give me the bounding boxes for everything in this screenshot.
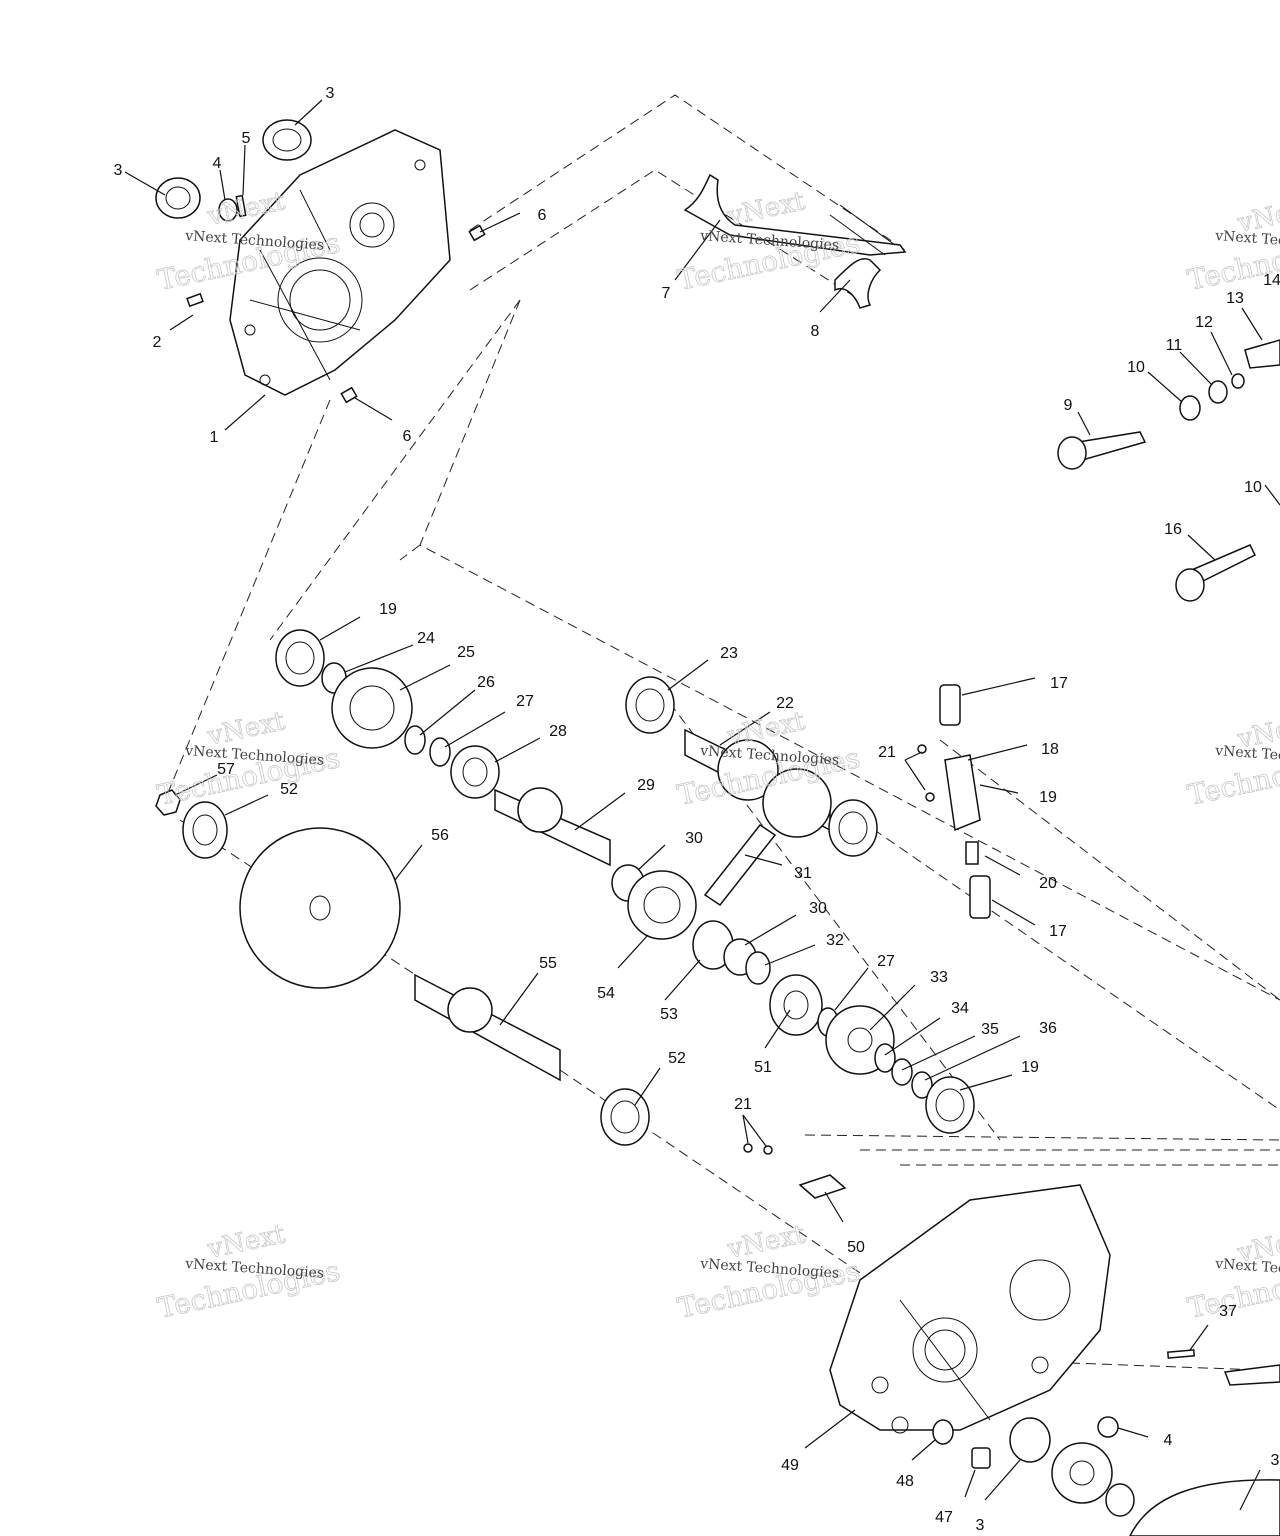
callout-label: 10 <box>1244 479 1262 496</box>
callout-label: 52 <box>280 781 298 798</box>
callout-label: 32 <box>826 932 844 949</box>
callout-labels: 3 3 4 5 6 2 1 6 7 8 9 10 11 12 13 14 10 … <box>114 85 1280 1534</box>
callout-label: 33 <box>930 969 948 986</box>
callout-label: 30 <box>809 900 827 917</box>
callout-label: 37 <box>1219 1303 1237 1320</box>
callout-label: 28 <box>549 723 567 740</box>
callout-label: 24 <box>417 630 435 647</box>
callout-label: 21 <box>878 744 896 761</box>
callout-label: 54 <box>597 985 615 1002</box>
small-fasteners <box>186 194 486 404</box>
callout-label: 3 <box>114 162 123 179</box>
callout-label: 31 <box>794 865 812 882</box>
callout-label: 21 <box>734 1096 752 1113</box>
callout-label: 3 <box>976 1517 985 1534</box>
callout-label: 35 <box>981 1021 999 1038</box>
callout-label: 16 <box>1164 521 1182 538</box>
callout-label: 52 <box>668 1050 686 1067</box>
callout-label: 4 <box>213 155 222 172</box>
callout-label: 25 <box>457 644 475 661</box>
callout-label: 49 <box>781 1457 799 1474</box>
callout-label: 53 <box>660 1006 678 1023</box>
output-shaft <box>155 789 650 1146</box>
callout-label: 26 <box>477 674 495 691</box>
oil-seal <box>155 119 312 219</box>
callout-label: 7 <box>662 285 671 302</box>
callout-label: 34 <box>951 1000 969 1017</box>
callout-label: 3 <box>1271 1452 1280 1469</box>
callout-label: 1 <box>210 429 219 446</box>
callout-label: 19 <box>1021 1059 1039 1076</box>
leader-lines <box>124 99 1280 1511</box>
cam-plate <box>743 1143 847 1199</box>
callout-label: 9 <box>1064 397 1073 414</box>
callout-label: 5 <box>242 130 251 147</box>
callout-label: 56 <box>431 827 449 844</box>
callout-label: 51 <box>754 1059 772 1076</box>
callout-label: 23 <box>720 645 738 662</box>
shift-fork <box>683 173 907 309</box>
callout-label: 29 <box>637 777 655 794</box>
right-case-half <box>829 1184 1111 1434</box>
callout-label: 12 <box>1195 314 1213 331</box>
callout-label: 8 <box>811 323 820 340</box>
callout-label: 14 <box>1263 272 1280 289</box>
callout-label: 27 <box>877 953 895 970</box>
callout-label: 50 <box>847 1239 865 1256</box>
callout-label: 47 <box>935 1509 953 1526</box>
callout-label: 48 <box>896 1473 914 1490</box>
callout-label: 27 <box>516 693 534 710</box>
left-case-half <box>229 129 451 396</box>
callout-label: 3 <box>326 85 335 102</box>
callout-label: 2 <box>153 334 162 351</box>
watermark-outline: vNext <box>724 186 808 232</box>
callout-label: 13 <box>1226 290 1244 307</box>
callout-label: 55 <box>539 955 557 972</box>
callout-label: 6 <box>403 428 412 445</box>
callout-label: 11 <box>1166 337 1183 354</box>
callout-label: 57 <box>217 761 235 778</box>
callout-label: 18 <box>1041 741 1059 758</box>
callout-label: 6 <box>538 207 547 224</box>
callout-label: 22 <box>776 695 794 712</box>
callout-label: 17 <box>1050 675 1068 692</box>
callout-label: 4 <box>1164 1432 1173 1449</box>
callout-label: 17 <box>1049 923 1067 940</box>
callout-label: 30 <box>685 830 703 847</box>
callout-label: 20 <box>1039 875 1057 892</box>
gear-train <box>275 629 975 1134</box>
callout-label: 36 <box>1039 1020 1057 1037</box>
detent-assembly <box>917 684 991 919</box>
shift-shaft-assembly <box>1057 339 1280 602</box>
callout-label: 19 <box>379 601 397 618</box>
callout-label: 19 <box>1039 789 1057 806</box>
callout-label: 10 <box>1127 359 1145 376</box>
